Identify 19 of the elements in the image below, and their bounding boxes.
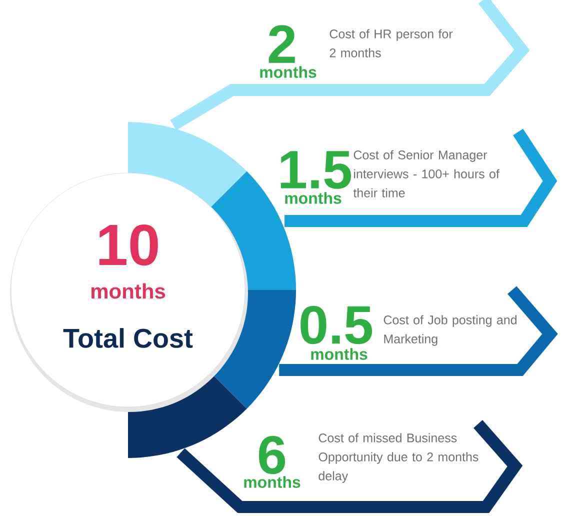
- unit-label: months: [244, 476, 300, 488]
- chevron-band: [176, 420, 523, 513]
- description: Cost of Job posting and Marketing: [384, 315, 516, 346]
- total-label: Total Cost: [63, 328, 193, 348]
- unit-label: months: [311, 348, 368, 360]
- big-number: 10: [99, 224, 158, 266]
- chevron-band: [279, 286, 558, 376]
- unit-label: months: [260, 66, 316, 78]
- chevron-band: [170, 0, 530, 130]
- unit-label: months: [91, 283, 166, 299]
- big-number: 6: [258, 436, 286, 474]
- description: Cost of Senior Manager interviews - 100+ hours of their time: [353, 150, 500, 198]
- total-circle: [10, 172, 248, 412]
- unit-label: months: [285, 192, 342, 204]
- big-number: 1.5: [280, 151, 352, 189]
- big-number: 2: [268, 25, 295, 63]
- description: Cost of HR person for 2 months: [330, 29, 453, 58]
- description: Cost of missed Business Opportunity due to 2 months delay: [318, 433, 478, 483]
- big-number: 0.5: [300, 306, 372, 344]
